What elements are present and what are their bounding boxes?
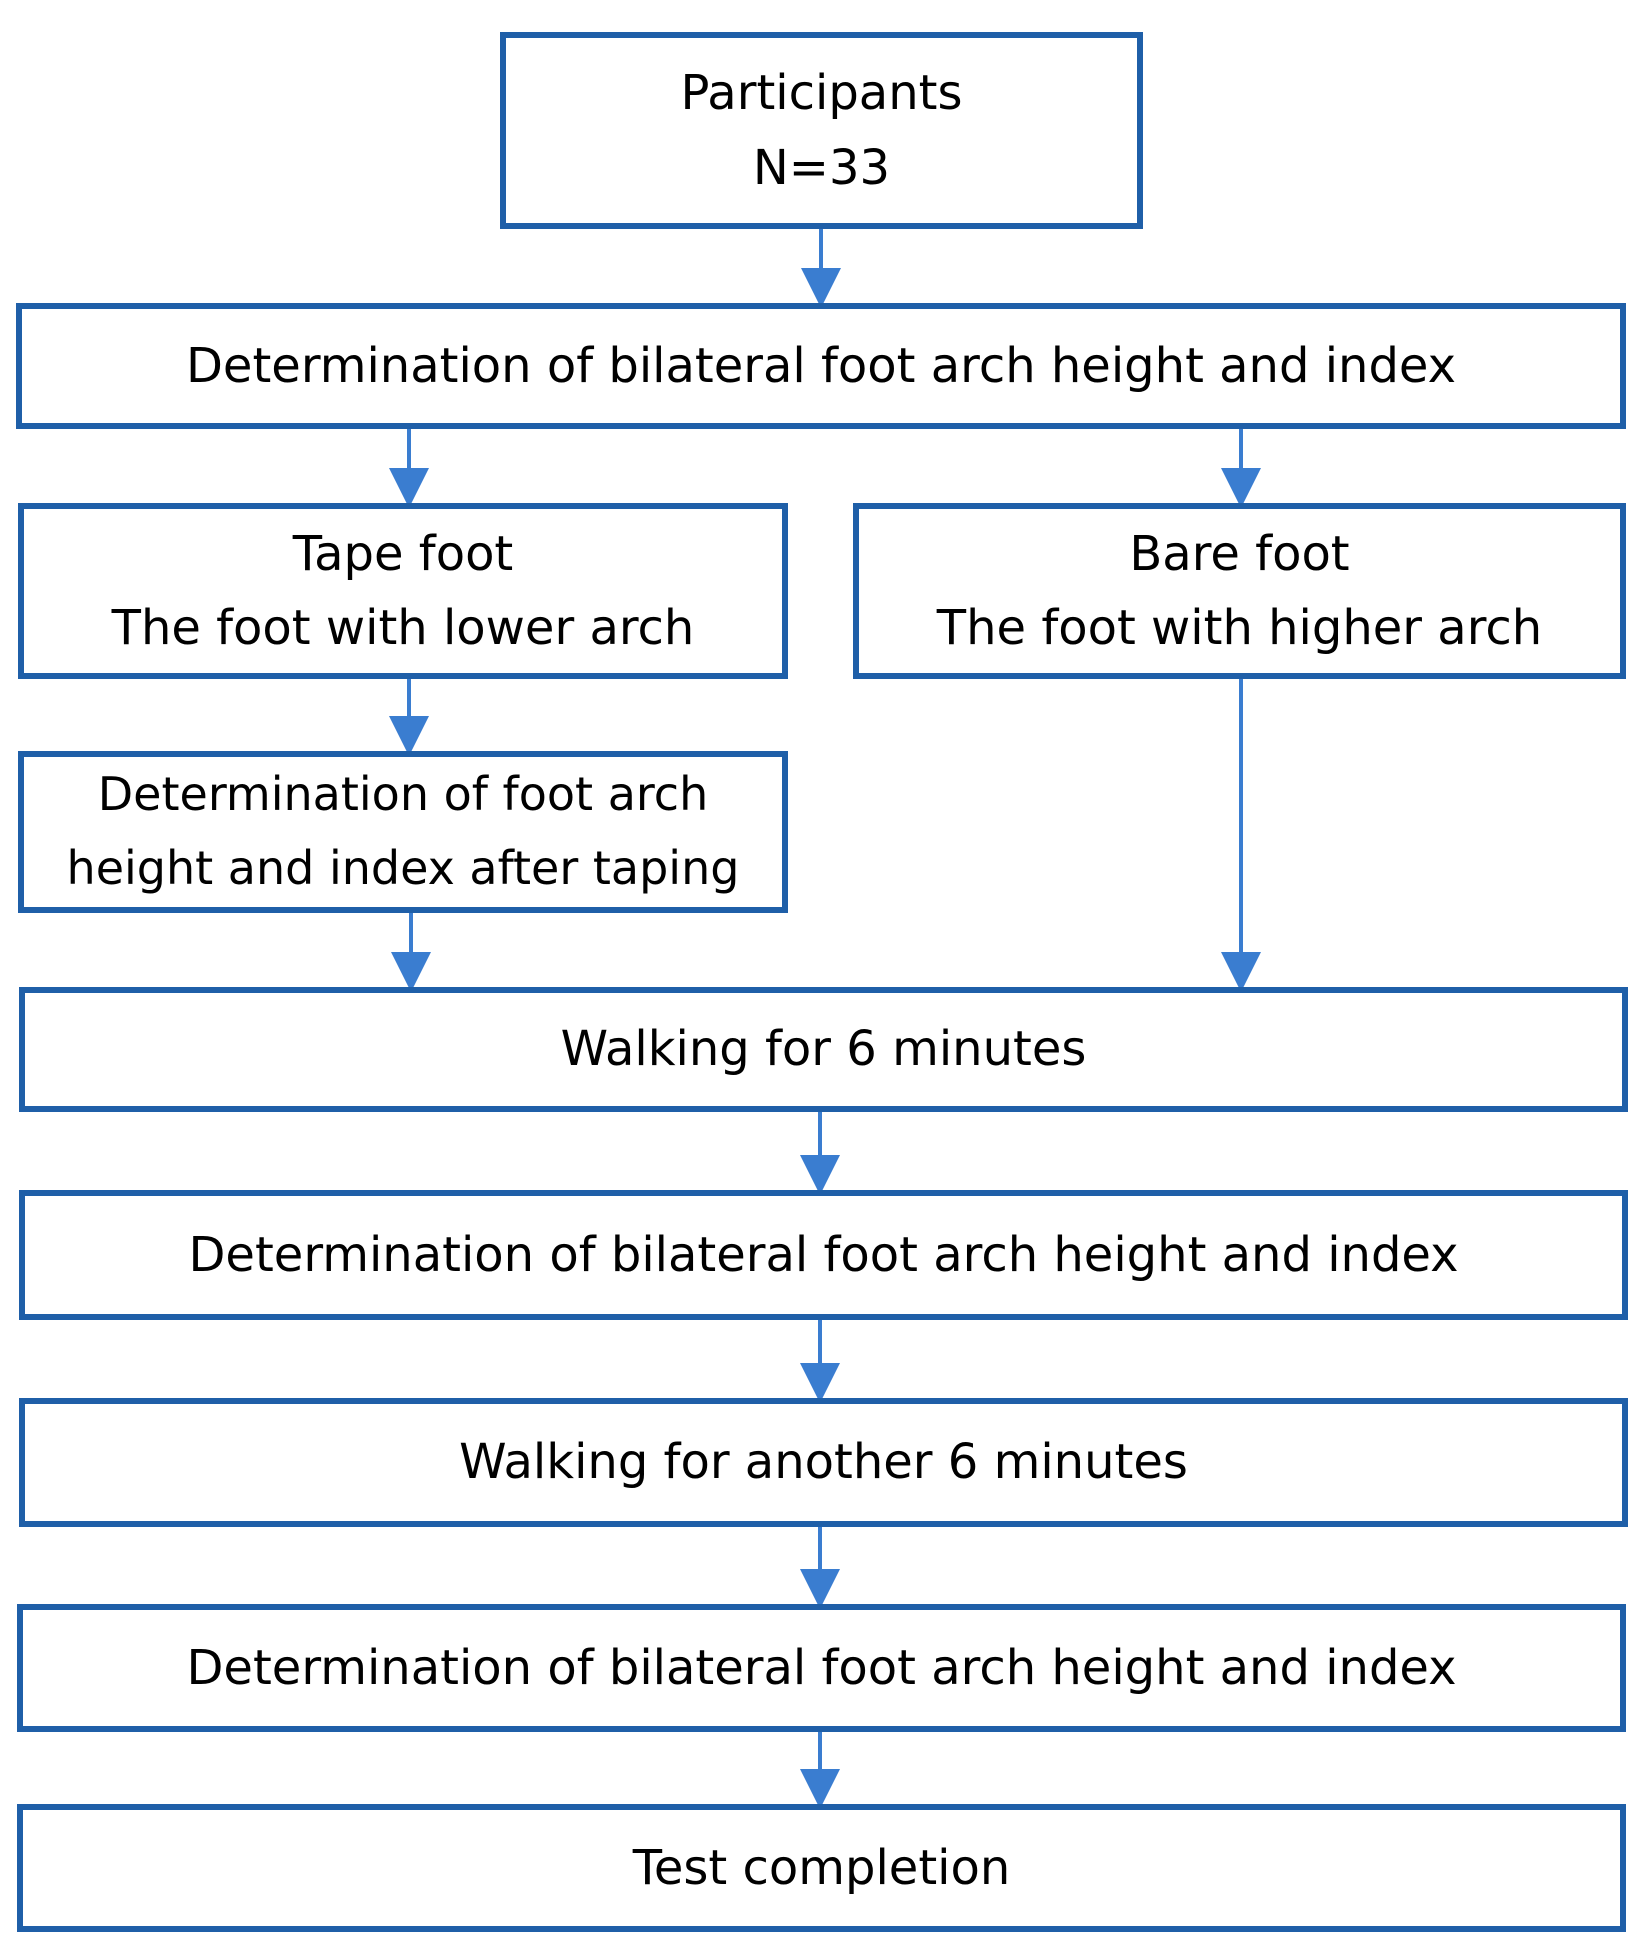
determination-after-taping-line2: height and index after taping [66,841,740,895]
determination-after-taping-line1: Determination of foot arch [97,767,709,822]
bare-foot-box: Bare foot The foot with higher arch [853,503,1626,679]
participants-box: Participants N=33 [500,32,1143,229]
tape-foot-title: Tape foot [292,525,514,582]
tape-foot-description: The foot with lower arch [111,600,695,656]
determination-second-label: Determination of bilateral foot arch hei… [188,1226,1459,1283]
participants-count: N=33 [752,139,891,196]
determination-third-box: Determination of bilateral foot arch hei… [17,1604,1626,1732]
test-completion-label: Test completion [632,1839,1011,1896]
determination-initial-box: Determination of bilateral foot arch hei… [16,303,1626,429]
test-completion-box: Test completion [17,1804,1626,1932]
determination-after-taping-box: Determination of foot arch height and in… [18,751,788,913]
bare-foot-description: The foot with higher arch [936,600,1543,656]
determination-second-box: Determination of bilateral foot arch hei… [19,1190,1628,1320]
walking-first-label: Walking for 6 minutes [560,1021,1087,1078]
walking-second-label: Walking for another 6 minutes [459,1434,1188,1491]
walking-second-box: Walking for another 6 minutes [19,1398,1628,1527]
participants-label: Participants [680,65,963,122]
determination-initial-label: Determination of bilateral foot arch hei… [185,337,1457,394]
tape-foot-box: Tape foot The foot with lower arch [18,503,788,679]
walking-first-box: Walking for 6 minutes [19,987,1628,1112]
bare-foot-title: Bare foot [1129,525,1350,582]
determination-third-label: Determination of bilateral foot arch hei… [186,1639,1457,1696]
